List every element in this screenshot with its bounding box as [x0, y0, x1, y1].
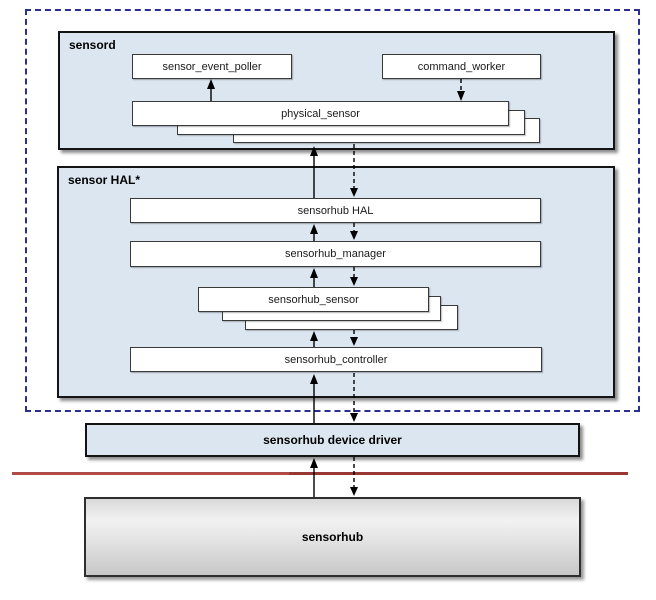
node-physical-sensor-label: physical_sensor — [281, 107, 360, 120]
node-sensorhub-sensor: sensorhub_sensor — [198, 287, 429, 312]
arrow-down-driver-to-sensorhub — [350, 457, 358, 496]
arrow-up-sensorhub-to-driver — [310, 458, 318, 497]
node-sensor-event-poller: sensor_event_poller — [132, 54, 292, 79]
node-sensorhub-hardware: sensorhub — [84, 497, 581, 577]
node-sensor-event-poller-label: sensor_event_poller — [162, 60, 262, 73]
node-command-worker-label: command_worker — [417, 60, 506, 73]
node-sensorhub-device-driver: sensorhub device driver — [85, 423, 580, 457]
node-sensorhub-hal: sensorhub HAL — [130, 198, 541, 223]
node-command-worker: command_worker — [382, 54, 541, 79]
outer-dashed-boundary — [25, 9, 640, 412]
group-sensord-label: sensord — [69, 38, 116, 52]
node-sensorhub-sensor-label: sensorhub_sensor — [268, 293, 359, 306]
node-sensorhub-controller-label: sensorhub_controller — [284, 353, 388, 366]
node-sensorhub-manager: sensorhub_manager — [130, 241, 541, 267]
kernel-hardware-divider-line — [12, 472, 628, 475]
node-physical-sensor: physical_sensor — [132, 101, 509, 126]
node-sensorhub-controller: sensorhub_controller — [130, 347, 542, 372]
node-sensorhub-hardware-label: sensorhub — [301, 530, 364, 544]
node-sensorhub-hal-label: sensorhub HAL — [297, 204, 374, 217]
group-sensor-hal-label: sensor HAL* — [68, 173, 141, 187]
node-sensorhub-manager-label: sensorhub_manager — [285, 248, 386, 260]
node-sensorhub-device-driver-label: sensorhub device driver — [263, 433, 402, 447]
